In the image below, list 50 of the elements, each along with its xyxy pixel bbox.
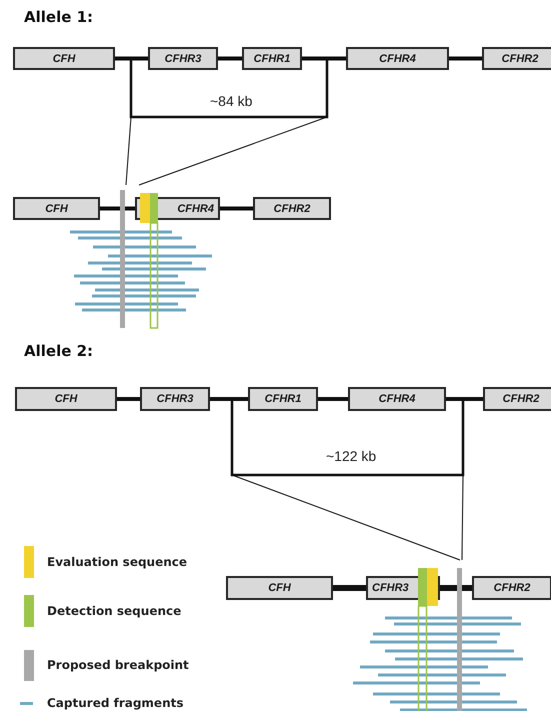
gene-label: CFH bbox=[268, 582, 291, 594]
gene-label: CFHR2 bbox=[502, 393, 540, 405]
gene-box bbox=[346, 47, 449, 70]
gene-label: CFH bbox=[54, 393, 78, 405]
gene-label: CFHR1 bbox=[254, 52, 290, 64]
connector-line bbox=[220, 206, 253, 210]
connector-line bbox=[449, 56, 482, 60]
gene-box bbox=[13, 47, 115, 70]
legend-label: Captured fragments bbox=[47, 696, 184, 710]
gene-box bbox=[242, 47, 302, 70]
connector-line bbox=[210, 397, 248, 401]
gene-box bbox=[483, 387, 551, 411]
connector-line bbox=[302, 56, 346, 60]
gene-box bbox=[253, 197, 331, 220]
legend-label: Detection sequence bbox=[47, 604, 182, 618]
connector-line bbox=[117, 397, 140, 401]
connector-line bbox=[218, 56, 242, 60]
gene-box bbox=[226, 576, 333, 600]
gene-label: CFHR4 bbox=[379, 52, 416, 64]
legend-label: Evaluation sequence bbox=[47, 555, 188, 569]
connector-line bbox=[446, 397, 483, 401]
gene-label: CFHR4 bbox=[378, 393, 416, 405]
gene-label: CFHR1 bbox=[264, 393, 302, 405]
gene-box bbox=[140, 387, 210, 411]
gene-box bbox=[482, 47, 551, 70]
size-label: ~122 kb bbox=[326, 448, 376, 464]
connector-line bbox=[318, 397, 348, 401]
connector-line bbox=[115, 56, 148, 60]
connector-line bbox=[100, 206, 135, 210]
gene-label: CFHR2 bbox=[502, 52, 538, 64]
gene-label: CFHR2 bbox=[274, 202, 310, 214]
gene-box bbox=[248, 387, 318, 411]
gene-label: CFHR3 bbox=[164, 52, 202, 64]
connector-line bbox=[333, 585, 366, 591]
gene-box bbox=[148, 47, 218, 70]
gene-box bbox=[472, 576, 551, 600]
gene-label: CFHR2 bbox=[494, 582, 530, 594]
gene-label: CFH bbox=[45, 202, 68, 214]
gene-label: CFHR3 bbox=[156, 393, 194, 405]
legend-label: Proposed breakpoint bbox=[47, 658, 189, 672]
allele-heading: Allele 2: bbox=[24, 342, 94, 360]
gene-label: CFHR3 bbox=[372, 582, 409, 594]
gene-box bbox=[13, 197, 100, 220]
gene-label: CFHR4 bbox=[177, 202, 214, 214]
size-label: ~84 kb bbox=[210, 93, 252, 109]
gene-label: CFH bbox=[52, 52, 76, 64]
allele-heading: Allele 1: bbox=[24, 8, 94, 26]
gene-box bbox=[15, 387, 117, 411]
gene-box bbox=[348, 387, 446, 411]
connector-line bbox=[440, 585, 472, 591]
